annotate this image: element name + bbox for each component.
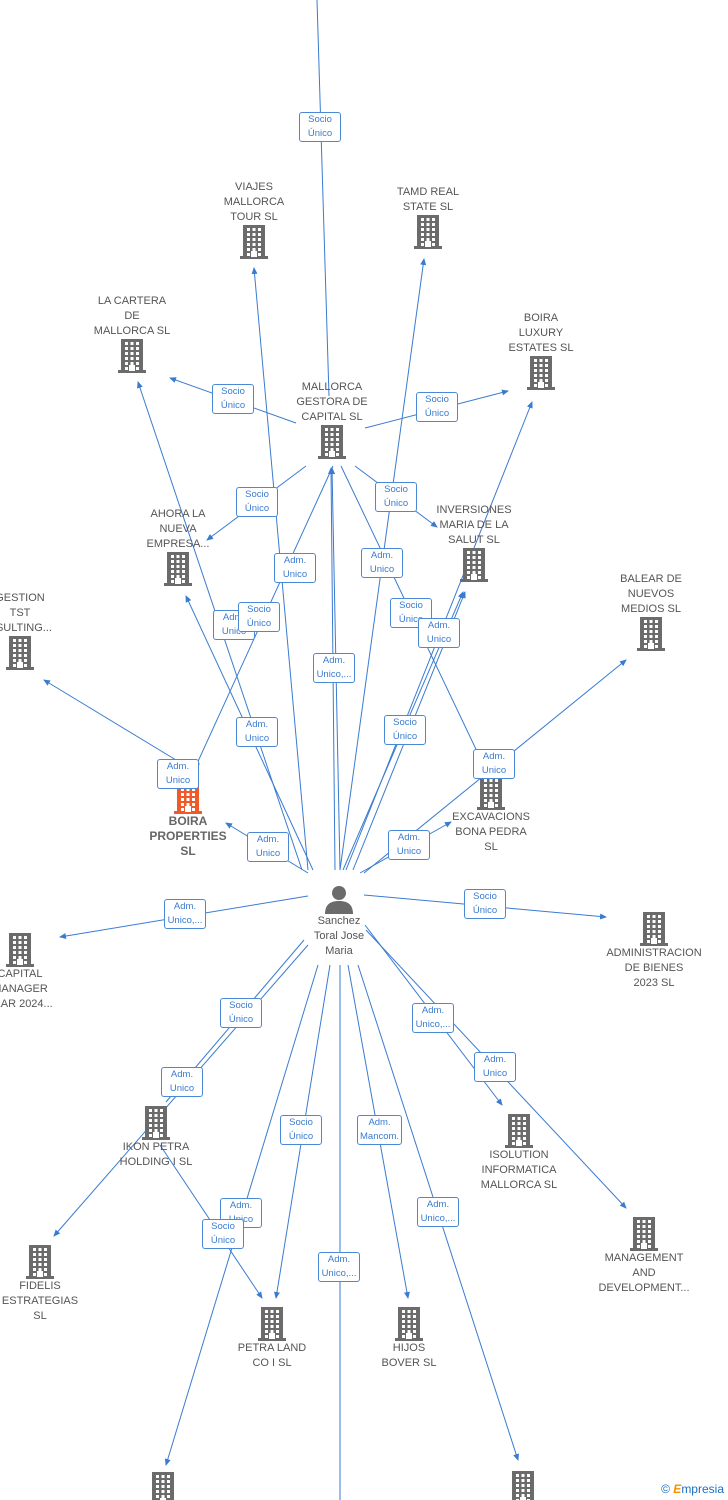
node-label: BOIRA LUXURY ESTATES SL	[508, 312, 574, 354]
node-ikon[interactable]: IKON PETRA HOLDING I SL	[101, 1106, 211, 1170]
building-icon	[152, 1472, 174, 1500]
node-mallorcagestora[interactable]: MALLORCA GESTORA DE CAPITAL SL	[277, 380, 387, 459]
building-icon	[118, 339, 146, 373]
node-fidelis[interactable]: FIDELIS ESTRATEGIAS SL	[0, 1245, 95, 1324]
edge-role-label: Adm. Unico	[418, 618, 460, 648]
building-icon	[240, 225, 268, 259]
edge-role-label: Socio Único	[299, 112, 341, 142]
edge-role-label: Adm. Unico	[473, 749, 515, 779]
node-management[interactable]: MANAGEMENT AND DEVELOPMENT...	[589, 1217, 699, 1296]
node-label: PETRA LAND CO I SL	[237, 1342, 307, 1369]
edge-role-label: Adm. Unico,...	[417, 1197, 459, 1227]
node-person[interactable]: Sanchez Toral Jose Maria	[284, 884, 394, 959]
node-label: IKON PETRA HOLDING I SL	[119, 1141, 193, 1168]
node-ahora[interactable]: AHORA LA NUEVA EMPRESA...	[123, 507, 233, 586]
building-icon	[477, 776, 505, 810]
node-label: TAMD REAL STATE SL	[396, 186, 460, 213]
node-label: MALLORCA GESTORA DE CAPITAL SL	[296, 381, 368, 423]
node-petraland[interactable]: PETRA LAND CO I SL	[217, 1307, 327, 1371]
edge-role-label: Adm. Unico	[388, 830, 430, 860]
node-label: CAPITAL MANAGER LEAR 2024...	[0, 968, 53, 1010]
edge-role-label: Adm. Unico,...	[313, 653, 355, 683]
node-lacartera[interactable]: LA CARTERA DE MALLORCA SL	[77, 294, 187, 373]
edge-role-label: Adm. Mancom.	[357, 1115, 403, 1145]
brand-watermark: © Empresia	[661, 1482, 724, 1496]
edge-role-label: Socio Único	[236, 487, 278, 517]
node-label: ADMINISTRACION DE BIENES 2023 SL	[606, 947, 702, 989]
edge-role-label: Socio Único	[220, 998, 262, 1028]
edge-role-label: Socio Único	[280, 1115, 322, 1145]
edge-role-label: Adm. Unico	[247, 832, 289, 862]
node-gestion[interactable]: GESTION TST NSULTING...	[0, 591, 75, 670]
building-icon	[26, 1245, 54, 1279]
edge-role-label: Socio Único	[416, 392, 458, 422]
edge-role-label: Adm. Unico,...	[412, 1003, 454, 1033]
building-icon	[142, 1106, 170, 1140]
node-label: EXCAVACIONS BONA PEDRA SL	[452, 811, 530, 853]
node-balear[interactable]: BALEAR DE NUEVOS MEDIOS SL	[596, 572, 706, 651]
node-label: HIJOS BOVER SL	[381, 1342, 437, 1369]
building-icon	[395, 1307, 423, 1341]
building-icon	[258, 1307, 286, 1341]
edge-role-label: Adm. Unico	[274, 553, 316, 583]
brand-logo: E	[673, 1482, 682, 1496]
building-icon	[512, 1471, 534, 1500]
node-label: VIAJES MALLORCA TOUR SL	[223, 181, 285, 223]
edge-role-label: Adm. Unico	[236, 717, 278, 747]
node-label: BALEAR DE NUEVOS MEDIOS SL	[620, 573, 682, 615]
edge-role-label: Adm. Unico,...	[318, 1252, 360, 1282]
building-icon	[460, 548, 488, 582]
node-label: ISOLUTION INFORMATICA MALLORCA SL	[480, 1149, 558, 1191]
node-label: MANAGEMENT AND DEVELOPMENT...	[598, 1252, 690, 1294]
node-label: GESTION TST NSULTING...	[0, 592, 52, 634]
node-bottomright[interactable]	[468, 1471, 578, 1500]
node-label: FIDELIS ESTRATEGIAS SL	[1, 1280, 79, 1322]
edge-role-label: Socio Único	[464, 889, 506, 919]
edge-role-label: Adm. Unico,...	[164, 899, 206, 929]
node-label: AHORA LA NUEVA EMPRESA...	[146, 508, 210, 550]
node-boiralux[interactable]: BOIRA LUXURY ESTATES SL	[486, 311, 596, 390]
edge-role-label: Adm. Unico	[474, 1052, 516, 1082]
node-viajes[interactable]: VIAJES MALLORCA TOUR SL	[199, 180, 309, 259]
person-icon	[325, 886, 353, 914]
edge-role-label: Adm. Unico	[361, 548, 403, 578]
node-isolution[interactable]: ISOLUTION INFORMATICA MALLORCA SL	[464, 1114, 574, 1193]
building-icon	[637, 617, 665, 651]
edge-role-label: Socio Único	[238, 602, 280, 632]
node-bottomleft[interactable]	[108, 1472, 218, 1500]
building-icon	[527, 356, 555, 390]
building-icon	[414, 215, 442, 249]
node-boiraprop[interactable]: BOIRA PROPERTIES SL	[133, 780, 243, 859]
edge-role-label: Socio Único	[375, 482, 417, 512]
edge-role-label: Adm. Unico	[161, 1067, 203, 1097]
building-icon	[640, 912, 668, 946]
node-adminbienes[interactable]: ADMINISTRACION DE BIENES 2023 SL	[599, 912, 709, 991]
building-icon	[505, 1114, 533, 1148]
node-tamd[interactable]: TAMD REAL STATE SL	[373, 185, 483, 249]
building-icon	[6, 636, 34, 670]
node-hijos[interactable]: HIJOS BOVER SL	[354, 1307, 464, 1371]
building-icon	[164, 552, 192, 586]
edge-role-label: Socio Único	[384, 715, 426, 745]
building-icon	[630, 1217, 658, 1251]
node-label: INVERSIONES MARIA DE LA SALUT SL	[436, 504, 512, 546]
edge-role-label: Adm. Unico	[157, 759, 199, 789]
edge-role-label: Socio Único	[202, 1219, 244, 1249]
building-icon	[318, 425, 346, 459]
building-icon	[6, 933, 34, 967]
node-inversiones[interactable]: INVERSIONES MARIA DE LA SALUT SL	[419, 503, 529, 582]
node-label: LA CARTERA DE MALLORCA SL	[93, 295, 171, 337]
edge-line	[316, 0, 330, 397]
edge-role-label: Socio Único	[212, 384, 254, 414]
node-label: BOIRA PROPERTIES SL	[149, 814, 227, 858]
node-excavacions[interactable]: EXCAVACIONS BONA PEDRA SL	[436, 776, 546, 855]
node-capitalmgr[interactable]: CAPITAL MANAGER LEAR 2024...	[0, 933, 75, 1012]
edge-line	[43, 679, 177, 761]
node-label: Sanchez Toral Jose Maria	[313, 915, 365, 957]
